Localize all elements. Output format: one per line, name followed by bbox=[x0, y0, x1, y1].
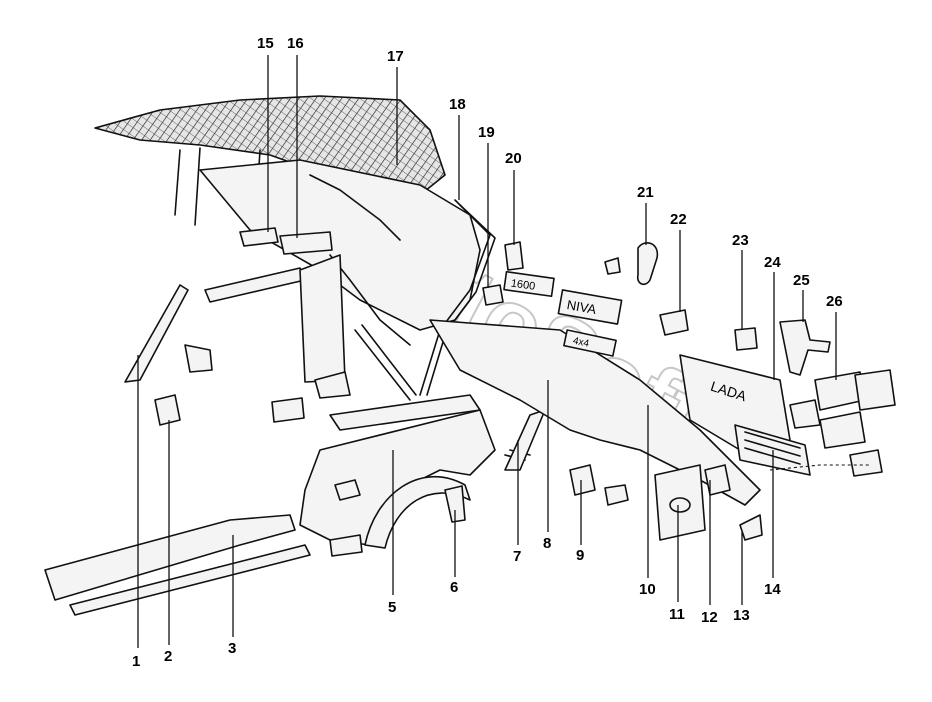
part-11-fuel-flap bbox=[654, 464, 706, 541]
emblem-niva: NIVA bbox=[557, 289, 623, 325]
part-22-plug bbox=[659, 309, 689, 336]
part-25-bracket bbox=[779, 319, 831, 376]
callout-14: 14 bbox=[764, 581, 781, 598]
callout-10: 10 bbox=[639, 581, 656, 598]
part-13-corner bbox=[739, 514, 763, 541]
part-23-clip bbox=[734, 327, 758, 351]
svg-text:4x4: 4x4 bbox=[572, 336, 590, 350]
small-plate bbox=[271, 397, 305, 423]
part-16-bracket bbox=[279, 231, 333, 255]
callout-6: 6 bbox=[450, 579, 458, 596]
svg-text:NIVA: NIVA bbox=[566, 297, 598, 317]
leader-lines bbox=[137, 55, 837, 648]
emblem-4x4: 4x4 bbox=[563, 329, 617, 357]
upper-rail bbox=[204, 267, 306, 303]
callout-15: 15 bbox=[257, 35, 274, 52]
part-15-bracket bbox=[239, 227, 279, 247]
callout-19: 19 bbox=[478, 124, 495, 141]
part-9-latch bbox=[569, 464, 629, 506]
callout-3: 3 bbox=[228, 640, 236, 657]
callout-24: 24 bbox=[764, 254, 781, 271]
callout-26: 26 bbox=[826, 293, 843, 310]
part-24-plate: LADA bbox=[679, 354, 791, 451]
callout-9: 9 bbox=[576, 547, 584, 564]
part-19-clip bbox=[482, 284, 504, 306]
part-18-roof-rail bbox=[419, 199, 496, 396]
part-21-grommet bbox=[604, 242, 659, 286]
callout-labels: 1 2 3 5 6 7 8 9 10 11 12 13 14 15 16 17 … bbox=[132, 35, 843, 670]
side-marker-lamps bbox=[789, 399, 883, 477]
part-1-pillar-piece bbox=[124, 284, 189, 383]
part-20-clip bbox=[504, 241, 524, 271]
part-6-wheel-arch bbox=[364, 475, 471, 549]
callout-5: 5 bbox=[388, 599, 396, 616]
callout-1: 1 bbox=[132, 653, 140, 670]
part-2-hinge bbox=[154, 344, 213, 426]
emblem-1600: 1600 bbox=[503, 270, 555, 298]
part-17-roof-panel bbox=[94, 95, 446, 231]
callout-12: 12 bbox=[701, 609, 718, 626]
callout-16: 16 bbox=[287, 35, 304, 52]
callout-17: 17 bbox=[387, 48, 404, 65]
callout-20: 20 bbox=[505, 150, 522, 167]
diagonal-strut bbox=[354, 324, 417, 401]
callout-22: 22 bbox=[670, 211, 687, 228]
callout-25: 25 bbox=[793, 272, 810, 289]
pillar-c bbox=[299, 254, 351, 399]
callout-23: 23 bbox=[732, 232, 749, 249]
callout-8: 8 bbox=[543, 535, 551, 552]
part-12-lamp-piece bbox=[704, 464, 731, 496]
callout-18: 18 bbox=[449, 96, 466, 113]
part-7-strip bbox=[504, 409, 546, 471]
svg-text:1600: 1600 bbox=[510, 278, 536, 293]
callout-2: 2 bbox=[164, 648, 172, 665]
part-5-quarter-panel bbox=[299, 409, 496, 546]
callout-21: 21 bbox=[637, 184, 654, 201]
part-26-lamp bbox=[814, 369, 896, 411]
assembly-line bbox=[769, 464, 870, 471]
callout-13: 13 bbox=[733, 607, 750, 624]
callout-7: 7 bbox=[513, 548, 521, 565]
callout-11: 11 bbox=[669, 606, 685, 623]
